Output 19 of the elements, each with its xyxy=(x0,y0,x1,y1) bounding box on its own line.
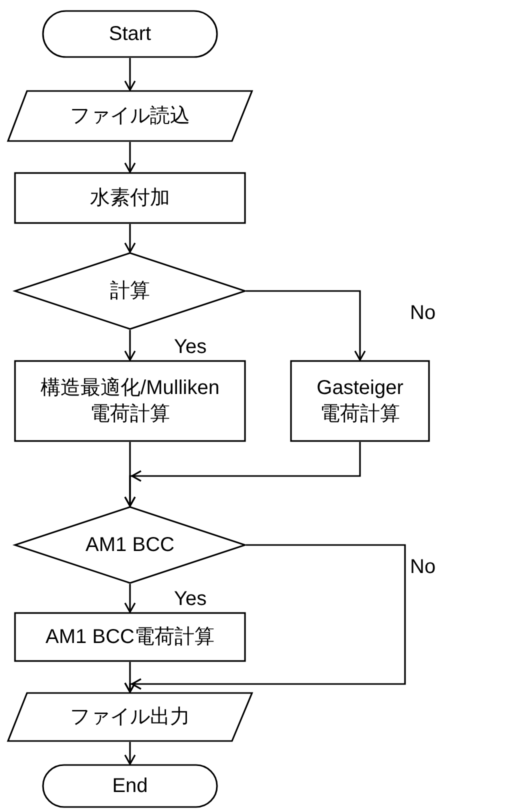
arrow xyxy=(124,662,136,693)
input-parallelogram: ファイル読込 xyxy=(7,90,253,142)
arrow xyxy=(124,742,136,765)
arrow xyxy=(124,330,136,361)
arrow xyxy=(124,142,136,173)
process-box: AM1 BCC電荷計算 xyxy=(14,612,246,662)
arrow xyxy=(124,584,136,613)
process-box: 水素付加 xyxy=(14,172,246,224)
arrow xyxy=(246,290,366,361)
process-box: Gasteiger 電荷計算 xyxy=(290,360,430,442)
arrow xyxy=(124,224,136,253)
end-terminator: End xyxy=(42,764,218,808)
arrow xyxy=(124,58,136,91)
decision-diamond: 計算 xyxy=(14,252,246,330)
arrow xyxy=(124,442,361,507)
output-parallelogram: ファイル出力 xyxy=(7,692,253,742)
decision-diamond: AM1 BCC xyxy=(14,506,246,584)
process-box: 構造最適化/Mulliken電荷計算 xyxy=(14,360,246,442)
start-terminator: Start xyxy=(42,10,218,58)
